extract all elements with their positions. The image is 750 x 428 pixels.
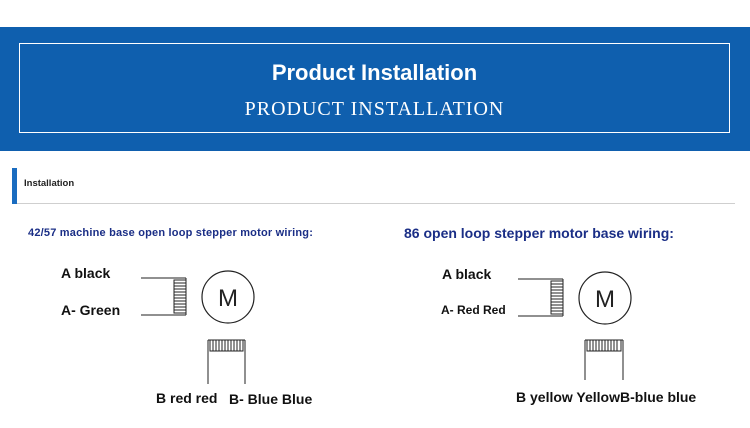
right-label-a-plus: A black <box>442 266 492 282</box>
right-coil-b <box>584 339 624 380</box>
right-diagram-heading: 86 open loop stepper motor base wiring: <box>404 225 674 241</box>
section-label: Installation <box>24 178 75 189</box>
left-diagram-heading: 42/57 machine base open loop stepper mot… <box>28 227 314 239</box>
left-label-a-plus: A black <box>61 265 111 281</box>
left-label-b-minus: B- Blue Blue <box>229 391 313 407</box>
right-wiring-diagram: M <box>518 271 632 380</box>
section-divider <box>17 203 735 204</box>
left-label-b-plus: B red red <box>156 390 218 406</box>
left-motor-symbol: M <box>218 285 238 312</box>
left-motor-icon <box>201 270 255 324</box>
banner-frame: Product Installation PRODUCT INSTALLATIO… <box>19 43 730 133</box>
banner-subtitle: PRODUCT INSTALLATION <box>244 98 505 120</box>
right-motor-symbol: M <box>595 286 615 313</box>
right-coil-a <box>518 278 564 317</box>
left-label-a-minus: A- Green <box>61 302 121 318</box>
banner-title: Product Installation <box>271 60 478 85</box>
right-label-b: B yellow YellowB-blue blue <box>516 389 697 405</box>
right-motor-icon <box>578 271 632 325</box>
right-label-a-minus: A- Red Red <box>441 303 506 317</box>
title-banner: Product Installation PRODUCT INSTALLATIO… <box>0 27 750 151</box>
left-coil-b <box>207 339 246 384</box>
section-accent-bar <box>12 168 17 204</box>
left-wiring-diagram: M <box>141 270 255 384</box>
left-coil-a <box>141 277 187 316</box>
